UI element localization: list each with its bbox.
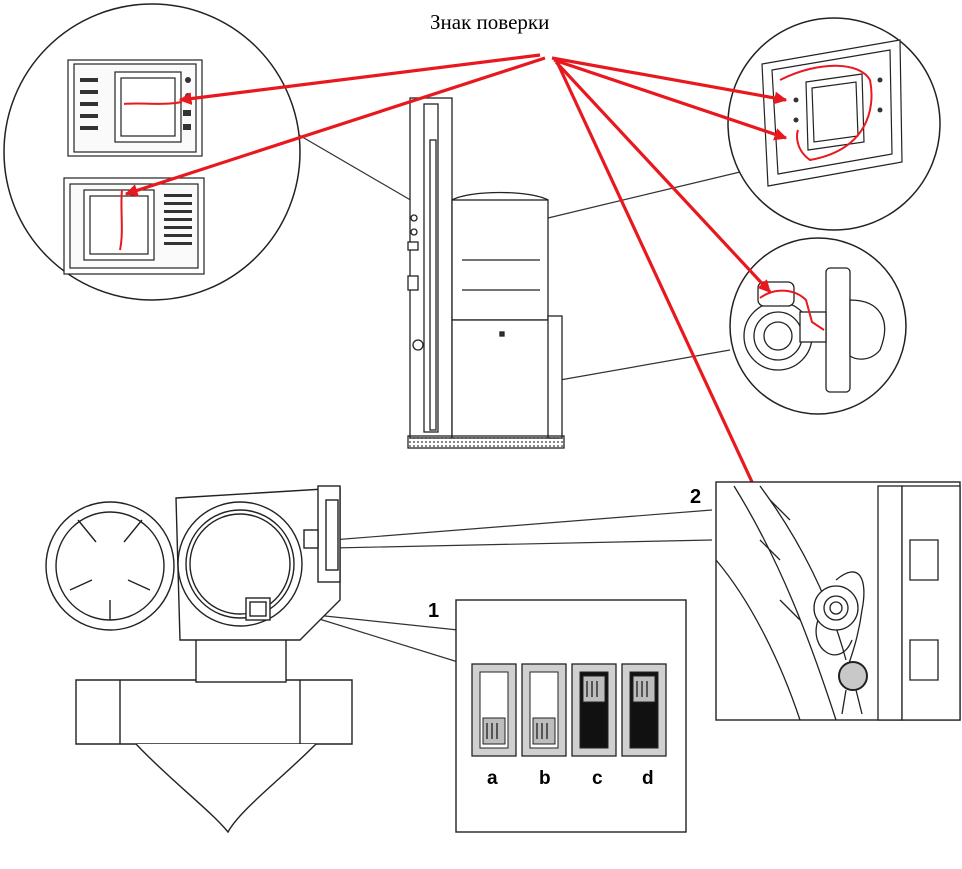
- switch-label-c: c: [592, 768, 603, 789]
- central-unit: [407, 97, 565, 449]
- callout-1: 1: [428, 600, 440, 622]
- magnifier-top-right: [727, 17, 941, 231]
- control-box-bottom: [63, 177, 205, 275]
- switch-label-a: a: [487, 768, 498, 789]
- magnifier-mid-right: [729, 237, 907, 415]
- verification-mark-label: Знак поверки: [430, 10, 550, 34]
- dip-switch-b: [521, 663, 567, 757]
- dip-switch-d: [621, 663, 667, 757]
- dip-switch-a: [471, 663, 517, 757]
- transmitter-assembly: [45, 485, 353, 834]
- detail-box-seal: [715, 481, 961, 721]
- dip-switch-c: [571, 663, 617, 757]
- callout-2: 2: [690, 486, 702, 508]
- switch-label-d: d: [642, 768, 654, 789]
- dip-switch-group: [471, 663, 667, 757]
- switch-label-b: b: [539, 768, 551, 789]
- magnifier-left: [3, 3, 301, 301]
- control-box-top: [67, 59, 203, 157]
